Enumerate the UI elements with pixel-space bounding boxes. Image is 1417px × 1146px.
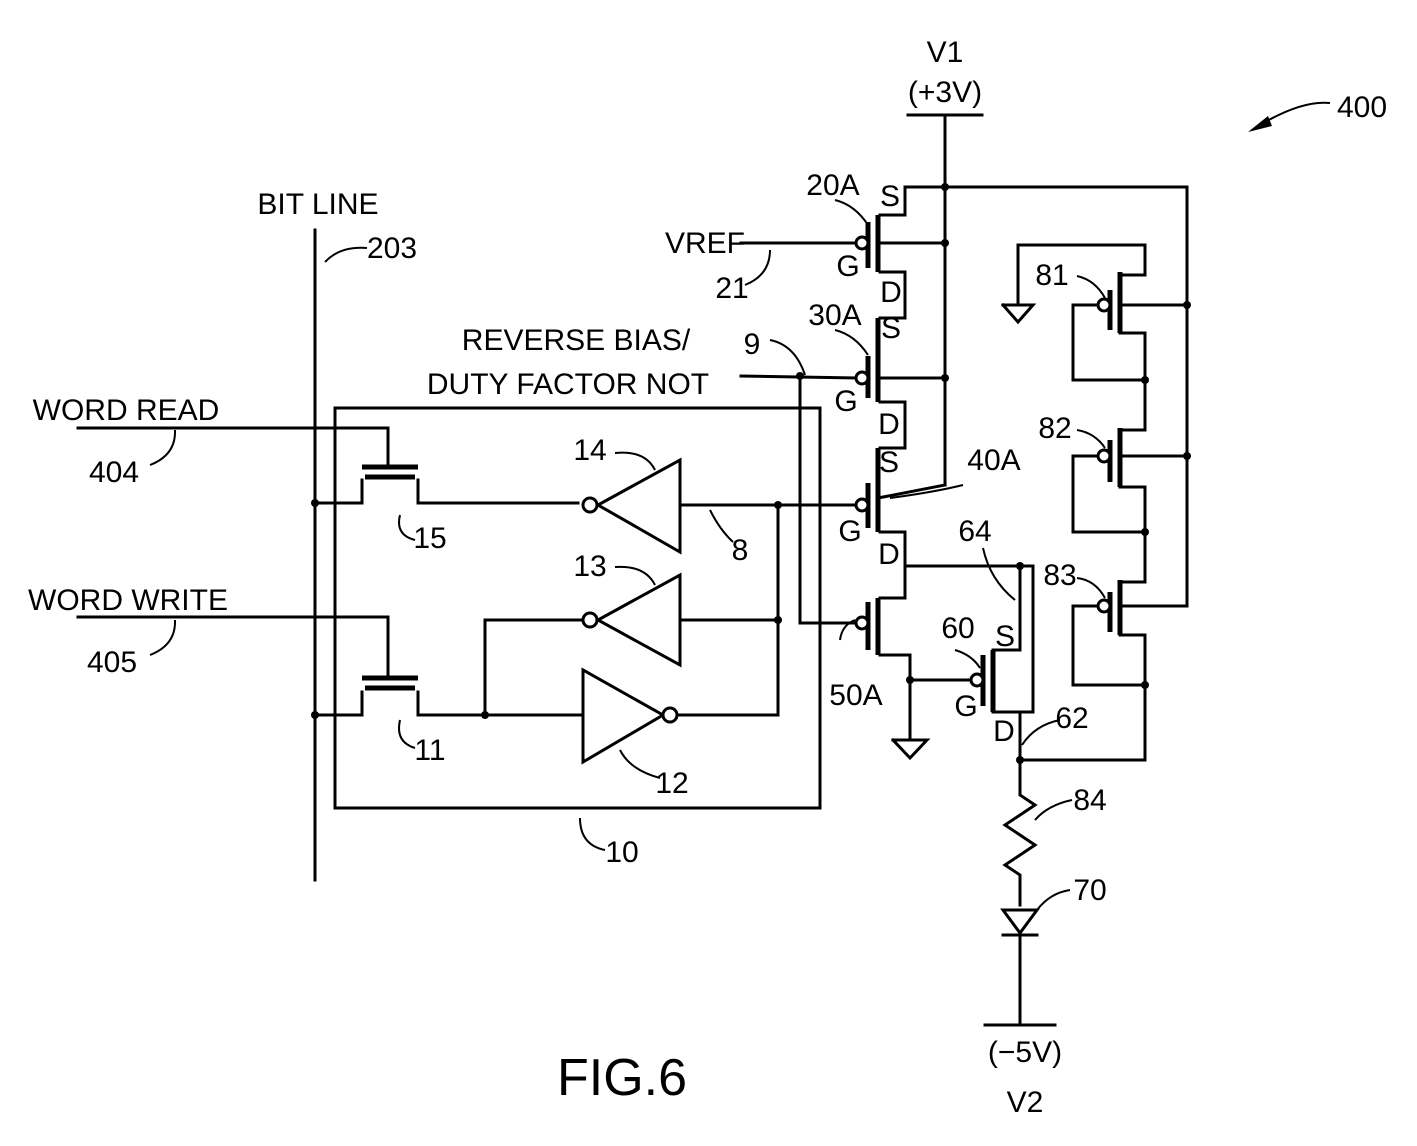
transistor-30a (741, 318, 945, 448)
inverter-13 (485, 575, 778, 715)
figure-ref: 400 (1337, 91, 1387, 124)
transistor-15-label: 15 (413, 522, 446, 555)
t60-drain: D (993, 715, 1015, 748)
transistor-50a-label: 50A (829, 679, 882, 712)
t30-drain: D (878, 408, 900, 441)
v1-name: V1 (927, 36, 964, 69)
t20-drain: D (880, 276, 902, 309)
diode-70-label: 70 (1073, 874, 1106, 907)
t40-source: S (879, 446, 899, 479)
cell-10-label: 10 (605, 836, 638, 869)
transistor-81-label: 81 (1035, 259, 1068, 292)
t30-gate: G (834, 385, 857, 418)
transistor-60-label: 60 (941, 612, 974, 645)
resistor-84-label: 84 (1073, 784, 1106, 817)
transistor-40a (680, 448, 945, 598)
word-read-ref: 404 (89, 456, 139, 489)
node-64-label: 64 (958, 515, 991, 548)
v2-name: V2 (1007, 1086, 1044, 1119)
figure-caption: FIG.6 (557, 1049, 687, 1107)
vref-ref: 21 (715, 272, 748, 305)
t30-source: S (881, 312, 901, 345)
v2-value: (−5V) (988, 1036, 1062, 1069)
transistor-82 (1073, 428, 1187, 582)
t60-source: S (995, 620, 1015, 653)
diode-70 (1003, 910, 1037, 1025)
t40-gate: G (838, 515, 861, 548)
vref-label: VREF (665, 227, 745, 260)
transistor-20a-label: 20A (806, 169, 859, 202)
node-8-label: 8 (732, 534, 749, 567)
reverse-bias-label-line1: REVERSE BIAS/ (462, 324, 691, 357)
transistor-82-label: 82 (1038, 412, 1071, 445)
reverse-bias-ref: 9 (744, 328, 761, 361)
word-read-label: WORD READ (33, 394, 220, 427)
v1-rail (908, 115, 982, 485)
t20-gate: G (836, 250, 859, 283)
word-write-ref: 405 (87, 646, 137, 679)
inverter-14-label: 14 (573, 434, 606, 467)
inverter-12-label: 12 (655, 767, 688, 800)
t20-source: S (880, 180, 900, 213)
transistor-83 (1020, 580, 1187, 760)
inverter-14 (583, 460, 680, 552)
resistor-84 (1005, 760, 1035, 905)
transistor-83-label: 83 (1043, 559, 1076, 592)
transistor-11-label: 11 (414, 734, 445, 767)
reverse-bias-label-line2: DUTY FACTOR NOT (427, 368, 709, 401)
bit-line-label: BIT LINE (257, 188, 378, 221)
node-62-label: 62 (1055, 702, 1088, 735)
transistor-15 (78, 428, 578, 503)
transistor-30a-label: 30A (808, 299, 861, 332)
bit-line-ref: 203 (367, 232, 417, 265)
word-write-label: WORD WRITE (28, 584, 228, 617)
t40-drain: D (878, 538, 900, 571)
transistor-11 (78, 617, 583, 715)
transistor-81 (1003, 245, 1187, 430)
transistor-40a-label: 40A (967, 444, 1020, 477)
t60-gate: G (954, 690, 977, 723)
v1-value: (+3V) (908, 76, 982, 109)
inverter-13-label: 13 (573, 550, 606, 583)
